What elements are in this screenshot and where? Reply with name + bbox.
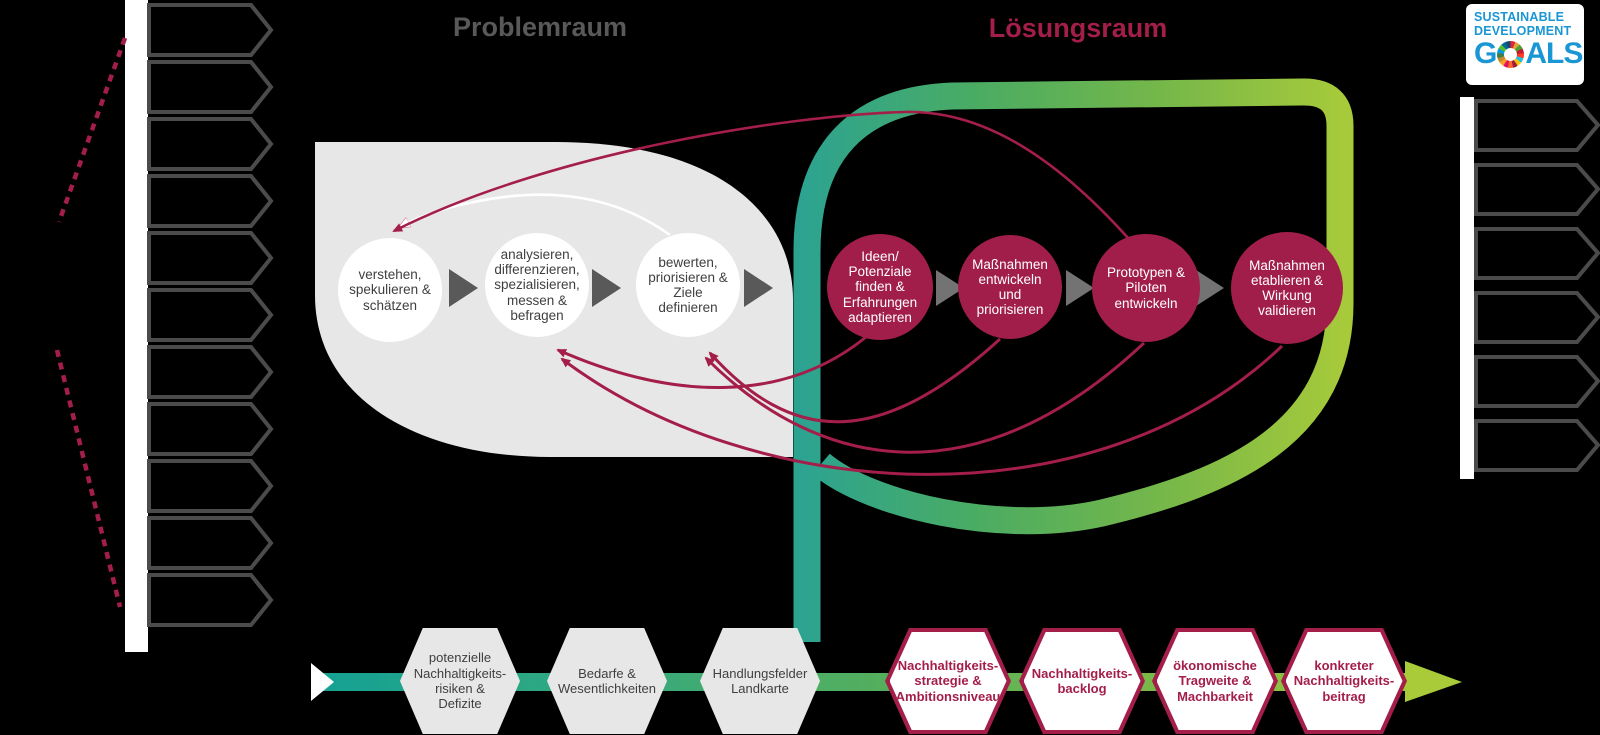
flow-arrow-icon bbox=[449, 269, 478, 307]
left-list-bar bbox=[125, 0, 148, 652]
roadmap-step-label: Bedarfe & Wesentlichkeiten bbox=[557, 665, 657, 696]
leader-lines bbox=[54, 37, 128, 608]
sdg-goals-als: ALS bbox=[1525, 37, 1583, 70]
solution-step-label: Maßnahmen entwickeln und priorisieren bbox=[972, 256, 1048, 318]
problem-step-circle: bewerten, priorisieren & Ziele definiere… bbox=[636, 233, 740, 337]
feedback-arrows bbox=[392, 110, 1284, 476]
left-list-chevron bbox=[147, 174, 274, 228]
sdg-goals-g: G bbox=[1474, 37, 1497, 70]
solution-step-circle: Prototypen & Piloten entwickeln bbox=[1092, 234, 1200, 342]
roadmap-hexagon: Nachhaltigkeits-strategie & Ambitionsniv… bbox=[885, 628, 1011, 734]
solution-step-circle: Maßnahmen entwickeln und priorisieren bbox=[958, 235, 1062, 339]
solution-step-label: Prototypen & Piloten entwickeln bbox=[1106, 265, 1186, 311]
feedback-curve-2 bbox=[708, 337, 1002, 424]
feedback-curve-1 bbox=[556, 335, 867, 390]
roadmap-step-label: konkreter Nachhaltigkeits-beitrag bbox=[1285, 632, 1403, 730]
solution-step-label: Maßnahmen etablieren & Wirkung validiere… bbox=[1249, 257, 1325, 319]
roadmap-step-label: Nachhaltigkeits-strategie & Ambitionsniv… bbox=[889, 632, 1007, 730]
left-list-chevron bbox=[147, 117, 274, 171]
right-list-chevron bbox=[1474, 227, 1600, 280]
right-sdg-list bbox=[1474, 99, 1600, 472]
roadmap-hexagon: ökonomische Tragweite & Machbarkeit bbox=[1152, 628, 1278, 734]
right-list-chevron bbox=[1474, 355, 1600, 408]
sdg-logo-goals: G ALS bbox=[1474, 39, 1584, 69]
left-list-chevron bbox=[147, 402, 274, 456]
flow-arrow-icon bbox=[1196, 270, 1224, 306]
feedback-curve-3 bbox=[704, 341, 1146, 454]
problem-step-circle: analysieren, differenzieren, spezialisie… bbox=[485, 233, 589, 337]
left-list-chevron bbox=[147, 345, 274, 399]
roadmap-hexagon: Bedarfe & Wesentlichkeiten bbox=[547, 628, 667, 734]
leader-line-top bbox=[56, 37, 128, 223]
roadmap-step-label: potenzielle Nachhaltigkeits-risiken & De… bbox=[413, 650, 507, 712]
flow-arrow-icon bbox=[1066, 270, 1094, 306]
leader-line-bottom bbox=[54, 349, 123, 608]
left-list-chevron bbox=[147, 516, 274, 570]
solution-step-circle: Maßnahmen etablieren & Wirkung validiere… bbox=[1231, 232, 1343, 344]
roadmap-hexagon: konkreter Nachhaltigkeits-beitrag bbox=[1281, 628, 1407, 734]
solution-step-circle: Ideen/ Potenziale finden & Erfahrungen a… bbox=[827, 234, 933, 340]
roadmap-step-label: Handlungsfelder Landkarte bbox=[712, 665, 808, 696]
problem-space-title: Problemraum bbox=[452, 12, 628, 42]
right-list-chevron bbox=[1474, 163, 1600, 216]
sdg-logo-line2: DEVELOPMENT bbox=[1474, 24, 1572, 38]
problem-step-label: analysieren, differenzieren, spezialisie… bbox=[494, 246, 580, 323]
left-list-chevron bbox=[147, 459, 274, 513]
flow-arrow-icon bbox=[936, 270, 964, 306]
left-list-chevron bbox=[147, 231, 274, 285]
feedback-curve-4 bbox=[560, 344, 1284, 476]
solution-step-label: Ideen/ Potenziale finden & Erfahrungen a… bbox=[842, 248, 918, 325]
problem-step-label: verstehen, spekulieren & schätzen bbox=[349, 267, 431, 313]
problem-step-label: bewerten, priorisieren & Ziele definiere… bbox=[648, 254, 728, 316]
right-list-chevron bbox=[1474, 291, 1600, 344]
flow-arrows bbox=[449, 269, 1224, 307]
roadmap-step-label: ökonomische Tragweite & Machbarkeit bbox=[1156, 632, 1274, 730]
roadmap-arrowhead bbox=[1405, 661, 1462, 702]
right-list-chevron bbox=[1474, 419, 1600, 472]
flow-arrow-icon bbox=[744, 269, 773, 307]
roadmap-hexagon: potenzielle Nachhaltigkeits-risiken & De… bbox=[400, 628, 520, 734]
left-list-chevron bbox=[147, 288, 274, 342]
sdg-logo: SUSTAINABLE DEVELOPMENT G ALS bbox=[1466, 4, 1584, 85]
solution-space-title: Lösungsraum bbox=[988, 13, 1168, 43]
solution-loop-band bbox=[793, 78, 1354, 642]
roadmap-start-triangle bbox=[311, 663, 334, 701]
left-list-chevron bbox=[147, 60, 274, 114]
sdg-color-wheel-icon bbox=[1497, 40, 1525, 68]
right-list-bar bbox=[1460, 97, 1474, 479]
right-list-chevron bbox=[1474, 99, 1600, 152]
feedback-curve-top bbox=[392, 110, 1137, 248]
flow-arrow-icon bbox=[592, 269, 621, 307]
problem-step-circle: verstehen, spekulieren & schätzen bbox=[338, 238, 442, 342]
left-list-chevron bbox=[147, 573, 274, 627]
left-list-chevron bbox=[147, 3, 274, 57]
sdg-logo-line1: SUSTAINABLE bbox=[1474, 10, 1565, 24]
left-sdg-list bbox=[147, 3, 274, 627]
roadmap-step-label: Nachhaltigkeits-backlog bbox=[1023, 632, 1141, 730]
roadmap-hexagon: Handlungsfelder Landkarte bbox=[700, 628, 820, 734]
roadmap-hexagon: Nachhaltigkeits-backlog bbox=[1019, 628, 1145, 734]
